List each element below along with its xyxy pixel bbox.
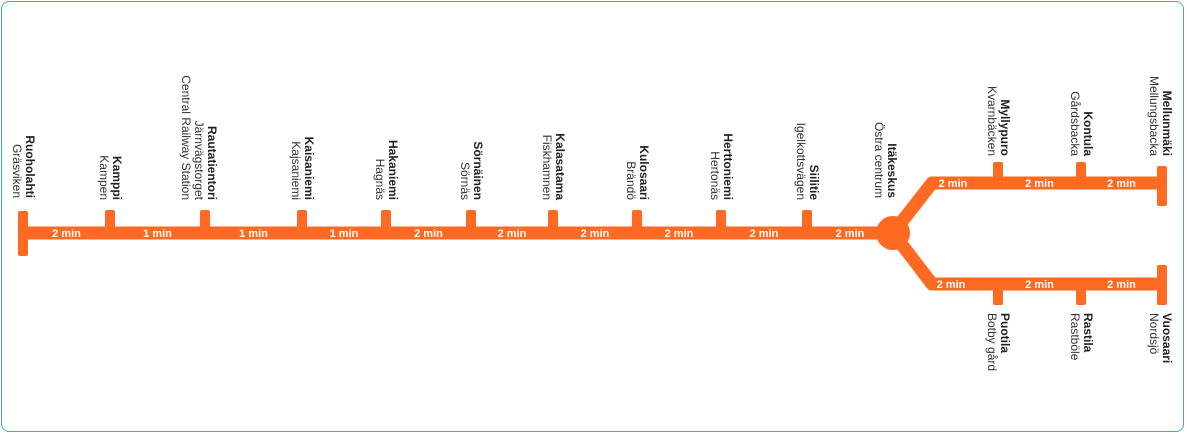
station-tick-kulosaari <box>632 210 642 234</box>
station-tick-sornainen <box>466 210 476 234</box>
station-name-ruoholahti: Ruoholahti <box>23 135 37 198</box>
station-name-sv-mellunmaki: Mellungsbacka <box>1147 76 1161 156</box>
mellunmaki-branch-track <box>887 176 1160 237</box>
travel-time-main-8: 2 min <box>665 228 694 240</box>
vuosaari-branch-track <box>887 229 1160 291</box>
station-name-siilitie: Siilitie <box>807 165 821 201</box>
travel-time-mellunmaki-branch-2: 2 min <box>1025 178 1054 190</box>
travel-time-main-2: 1 min <box>143 228 172 240</box>
travel-times: 2 min 1 min 1 min 1 min 2 min 2 min 2 min 2 min… <box>52 178 1136 291</box>
station-name-puotila: Puotila <box>998 313 1012 353</box>
station-name-sv-puotila: Botby gård <box>985 313 999 371</box>
station-tick-myllypuro <box>993 162 1003 184</box>
station-tick-rastila <box>1076 283 1086 305</box>
travel-time-vuosaari-branch-3: 2 min <box>1107 279 1136 291</box>
station-tick-hakaniemi <box>381 210 391 234</box>
travel-time-main-4: 1 min <box>330 228 359 240</box>
station-name-sv-itakeskus: Östra centrum <box>872 122 886 198</box>
station-name-vuosaari: Vuosaari <box>1160 313 1174 363</box>
station-name-sv-kaisaniemi: Kajsaniemi <box>289 141 303 200</box>
station-name-sv-myllypuro: Kvarnbäcken <box>985 86 999 156</box>
travel-time-mellunmaki-branch-1: 2 min <box>939 178 968 190</box>
station-name-kamppi: Kamppi <box>110 156 124 200</box>
station-name-sv-ruoholahti: Gräsviken <box>10 144 24 198</box>
station-name-sv-kontula: Gårdsbacka <box>1068 91 1082 156</box>
travel-time-main-3: 1 min <box>239 228 268 240</box>
station-name-sv-herttoniemi: Hertonäs <box>708 151 722 200</box>
station-name-mellunmaki: Mellunmäki <box>1160 91 1174 156</box>
travel-time-main-9: 2 min <box>750 228 779 240</box>
travel-time-main-5: 2 min <box>414 228 443 240</box>
travel-time-main-1: 2 min <box>52 228 81 240</box>
station-name-sv-siilitie: Igelkottsvägen <box>794 123 808 200</box>
station-name-herttoniemi: Herttoniemi <box>721 133 735 200</box>
station-tick-kamppi <box>105 210 115 234</box>
station-name-kontula: Kontula <box>1081 111 1095 156</box>
station-name-en-rautatientori: Central Railway Station <box>179 75 193 200</box>
station-tick-vuosaari <box>1157 265 1167 305</box>
station-tick-ruoholahti <box>18 211 28 256</box>
station-tick-rautatientori <box>200 210 210 234</box>
travel-time-vuosaari-branch-2: 2 min <box>1025 279 1054 291</box>
travel-time-main-10: 2 min <box>836 228 865 240</box>
travel-time-vuosaari-branch-1: 2 min <box>937 279 966 291</box>
station-name-myllypuro: Myllypuro <box>998 99 1012 156</box>
station-name-sornainen: Sörnäinen <box>471 141 485 200</box>
station-name-kulosaari: Kulosaari <box>637 145 651 200</box>
station-tick-kaisaniemi <box>297 210 307 234</box>
station-name-itakeskus: Itäkeskus <box>885 143 899 198</box>
station-tick-herttoniemi <box>716 210 726 234</box>
station-name-sv-kalasatama: Fiskhamnen <box>540 135 554 200</box>
station-name-kalasatama: Kalasatama <box>553 133 567 200</box>
itakeskus-hub-marker <box>876 216 910 250</box>
travel-time-main-6: 2 min <box>498 228 527 240</box>
station-tick-kontula <box>1076 162 1086 184</box>
station-name-rautatientori: Rautatientori <box>205 126 219 200</box>
station-tick-mellunmaki <box>1157 166 1167 206</box>
station-tick-puotila <box>993 283 1003 305</box>
travel-time-main-7: 2 min <box>581 228 610 240</box>
station-name-kaisaniemi: Kaisaniemi <box>302 137 316 200</box>
station-name-sv-sornainen: Sörnäs <box>458 162 472 200</box>
station-tick-siilitie <box>802 210 812 234</box>
station-name-sv-rastila: Rastböle <box>1068 313 1082 361</box>
station-name-sv-kamppi: Kampen <box>97 155 111 200</box>
station-ticks <box>18 162 1167 305</box>
station-name-sv-hakaniemi: Hagnäs <box>373 159 387 200</box>
station-name-rastila: Rastila <box>1081 313 1095 353</box>
travel-time-mellunmaki-branch-3: 2 min <box>1107 178 1136 190</box>
station-name-sv-kulosaari: Brändö <box>624 161 638 200</box>
station-tick-kalasatama <box>548 210 558 234</box>
station-name-sv-vuosaari: Nordsjö <box>1147 313 1161 355</box>
station-name-hakaniemi: Hakaniemi <box>386 140 400 200</box>
station-name-sv-rautatientori: Järnvägstorget <box>192 121 206 201</box>
